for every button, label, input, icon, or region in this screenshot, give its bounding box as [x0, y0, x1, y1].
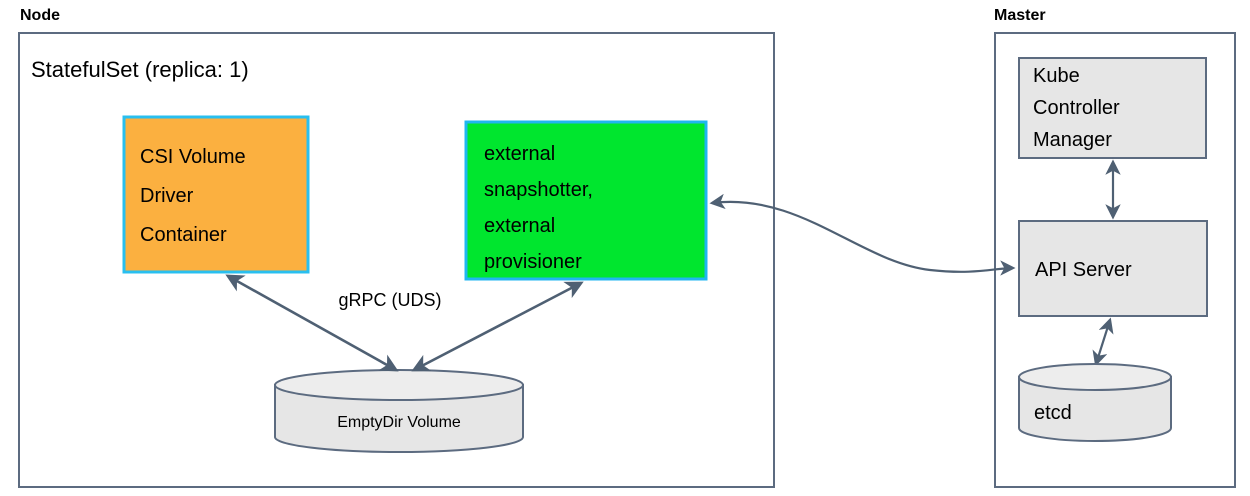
grpc-uds-edge-label: gRPC (UDS): [338, 290, 441, 310]
master-zone-label: Master: [994, 7, 1046, 24]
external-sidecars-line-3: external: [484, 215, 555, 237]
api-server-label: API Server: [1035, 259, 1132, 281]
external-sidecars-line-4: provisioner: [484, 251, 582, 273]
edge-apiserver-to-etcd: [1092, 317, 1114, 367]
kube-controller-manager-rect: [1018, 57, 1207, 159]
etcd-label: etcd: [1034, 402, 1072, 424]
api-server-box[interactable]: API Server: [1018, 220, 1208, 317]
edge-external-to-apiserver: [709, 193, 1016, 276]
kube-controller-manager-line-1: Kube: [1033, 65, 1080, 87]
csi-container-rect: [122, 115, 310, 274]
emptydir-cylinder-top: [274, 369, 524, 401]
etcd-cylinder-body: [1018, 376, 1172, 442]
edge-external-to-volume: [411, 281, 584, 372]
statefulset-title: StatefulSet (replica: 1): [31, 57, 249, 82]
kube-controller-manager-line-3: Manager: [1033, 129, 1112, 151]
csi-container-line-1: CSI Volume: [140, 146, 246, 168]
etcd-cylinder[interactable]: etcd: [1018, 363, 1172, 442]
external-sidecars-rect: [464, 120, 708, 281]
api-server-rect: [1018, 220, 1208, 317]
kube-controller-manager-line-2: Controller: [1033, 97, 1120, 119]
external-sidecars-line-2: snapshotter,: [484, 179, 593, 201]
external-sidecars-box[interactable]: external snapshotter, external provision…: [464, 120, 708, 281]
emptydir-volume-label: EmptyDir Volume: [337, 414, 461, 431]
etcd-cylinder-top: [1018, 363, 1172, 391]
node-zone-label: Node: [20, 7, 60, 24]
kube-controller-manager-box[interactable]: Kube Controller Manager: [1018, 57, 1207, 159]
csi-container-line-3: Container: [140, 224, 227, 246]
edge-csi-to-volume: [225, 274, 399, 372]
csi-volume-driver-container-box[interactable]: CSI Volume Driver Container: [122, 115, 310, 274]
emptydir-cylinder-body: [274, 384, 524, 453]
emptydir-volume-cylinder[interactable]: EmptyDir Volume: [274, 369, 524, 453]
external-sidecars-line-1: external: [484, 143, 555, 165]
csi-container-line-2: Driver: [140, 185, 194, 207]
